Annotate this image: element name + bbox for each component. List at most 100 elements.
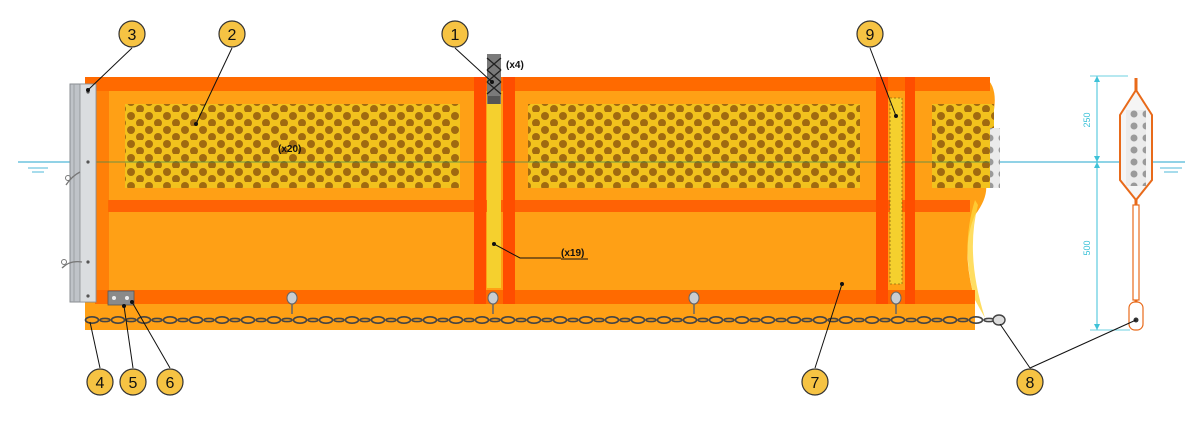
chain-link (916, 315, 932, 324)
callout-7: 7 (801, 368, 829, 396)
chain-link (240, 315, 256, 324)
chain-link (110, 315, 126, 324)
chain-link (489, 317, 501, 323)
chain-link (500, 315, 516, 324)
chain-link (656, 315, 672, 324)
ballast-hangers (286, 291, 902, 314)
chain-link (708, 315, 724, 324)
shackle-bracket (107, 290, 135, 306)
chain-link (552, 315, 568, 324)
chain-link (645, 317, 657, 323)
callout-8: 8 (1016, 368, 1044, 396)
chain-link (359, 317, 371, 323)
chain-link (812, 315, 828, 324)
chain-link (177, 317, 189, 323)
chain-link (723, 317, 735, 323)
callout-number: 9 (866, 27, 875, 44)
chain-link (162, 315, 178, 324)
dimension-lines: 250 500 (1082, 75, 1130, 331)
chain-link (734, 315, 750, 324)
chain-link (827, 317, 839, 323)
callout-number: 1 (451, 27, 460, 44)
callout-number: 8 (1026, 375, 1035, 392)
float-sections (125, 104, 1000, 188)
callout-1: 1 (441, 20, 469, 48)
chain-link (333, 317, 345, 323)
callout-number: 4 (96, 375, 105, 392)
chain-link (931, 317, 943, 323)
chain-link (630, 315, 646, 324)
chain-link (578, 315, 594, 324)
chain-link (422, 315, 438, 324)
chain-link (604, 315, 620, 324)
chain-link (151, 317, 163, 323)
chain-link (697, 317, 709, 323)
chain-link (255, 317, 267, 323)
chain-link (853, 317, 865, 323)
chain-link (838, 315, 854, 324)
stiffener-strip (486, 54, 502, 288)
chain-link (474, 315, 490, 324)
chain-link (463, 317, 475, 323)
chain-link (318, 315, 334, 324)
chain-link (968, 315, 984, 324)
dimension-upper-label: 250 (1082, 112, 1092, 127)
chain-link (214, 315, 230, 324)
callout-number: 7 (811, 375, 820, 392)
chain-link (281, 317, 293, 323)
chain-link (229, 317, 241, 323)
chain-link (437, 317, 449, 323)
callout-number: 2 (228, 27, 237, 44)
chain-link (786, 315, 802, 324)
chain-link (801, 317, 813, 323)
callout-number: 5 (129, 375, 138, 392)
chain-link (396, 315, 412, 324)
dashed-stiffener (889, 97, 903, 285)
chain-link (957, 317, 969, 323)
chain-link (890, 315, 906, 324)
callout-9: 9 (856, 20, 884, 48)
quantity-label-x20: (x20) (278, 144, 301, 155)
chain-link (864, 315, 880, 324)
callout-number: 6 (166, 375, 175, 392)
chain-link (775, 317, 787, 323)
chain-link (188, 315, 204, 324)
chain-link (99, 317, 111, 323)
chain-link (203, 317, 215, 323)
callout-5: 5 (119, 368, 147, 396)
callout-4: 4 (86, 368, 114, 396)
chain-link (344, 315, 360, 324)
cross-section (1119, 78, 1153, 331)
chain-link (905, 317, 917, 323)
end-connector (61, 83, 97, 303)
callout-markers: 1 2 3 4 5 6 7 8 9 (86, 20, 1044, 396)
callout-3: 3 (118, 20, 146, 48)
chain-link (760, 315, 776, 324)
leader-dots (86, 80, 898, 308)
chain-end-shackle (992, 314, 1006, 326)
callout-6: 6 (156, 368, 184, 396)
chain-link (526, 315, 542, 324)
chain-link (749, 317, 761, 323)
chain-link (385, 317, 397, 323)
chain-link (942, 315, 958, 324)
chain-link (411, 317, 423, 323)
chain-link (84, 315, 100, 324)
chain-link (370, 315, 386, 324)
chain-link (879, 317, 891, 323)
chain-link (619, 317, 631, 323)
chain-link (448, 315, 464, 324)
chain-link (567, 317, 579, 323)
quantity-label-x4: (x4) (506, 60, 524, 71)
chain-link (292, 315, 308, 324)
callout-number: 3 (128, 27, 137, 44)
callout-2: 2 (218, 20, 246, 48)
leader-lines (87, 47, 1137, 369)
quantity-label-x19: (x19) (561, 248, 584, 259)
chain-link (515, 317, 527, 323)
chain-link (671, 317, 683, 323)
chain-link (541, 317, 553, 323)
chain-link (266, 315, 282, 324)
dimension-lower-label: 500 (1082, 240, 1092, 255)
